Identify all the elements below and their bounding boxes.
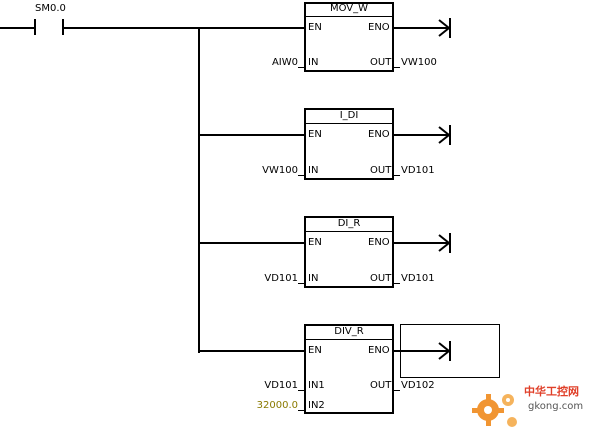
in-wire <box>298 175 304 176</box>
out-operand[interactable]: VD101 <box>401 273 435 284</box>
in-pin: IN <box>308 165 319 176</box>
output-arrow-icon <box>438 18 451 38</box>
watermark-url: gkong.com <box>528 401 584 412</box>
in2-operand[interactable]: 32000.0 <box>256 400 298 411</box>
block-title: DI_R <box>337 218 361 229</box>
branch-bus <box>198 27 200 353</box>
eno-wire <box>394 27 448 29</box>
contact-label: SM0.0 <box>35 3 66 14</box>
out-pin: OUT <box>370 57 392 68</box>
watermark-title: 中华工控网 <box>524 385 579 398</box>
out-pin: OUT <box>370 273 392 284</box>
watermark: 中华工控网 gkong.com <box>468 380 602 438</box>
output-arrow-icon <box>438 233 451 253</box>
eno-pin: ENO <box>368 237 390 248</box>
branch-wire-2 <box>198 134 306 136</box>
gear-icon <box>472 394 517 427</box>
i-di-block[interactable] <box>304 108 394 180</box>
out-pin: OUT <box>370 165 392 176</box>
in-wire <box>298 67 304 68</box>
eno-wire <box>394 242 448 244</box>
en-pin: EN <box>308 22 322 33</box>
out-operand[interactable]: VW100 <box>401 57 437 68</box>
out-wire <box>394 175 400 176</box>
block-title: I_DI <box>339 110 359 121</box>
power-rail-wire <box>0 27 34 29</box>
rung-wire-main <box>64 27 306 29</box>
branch-wire-3 <box>198 242 306 244</box>
in1-wire <box>298 390 304 391</box>
block-title-rule <box>306 16 392 17</box>
en-pin: EN <box>308 345 322 356</box>
eno-pin: ENO <box>368 345 390 356</box>
out-pin: OUT <box>370 380 392 391</box>
branch-wire-4 <box>198 350 306 352</box>
eno-pin: ENO <box>368 22 390 33</box>
output-arrow-icon <box>438 125 451 145</box>
out-operand[interactable]: VD101 <box>401 165 435 176</box>
out-wire <box>394 390 400 391</box>
in-pin: IN <box>308 273 319 284</box>
en-pin: EN <box>308 237 322 248</box>
in-operand[interactable]: VW100 <box>262 165 298 176</box>
normally-open-contact[interactable] <box>32 17 68 39</box>
in-pin: IN <box>308 57 319 68</box>
out-wire <box>394 67 400 68</box>
in-operand[interactable]: VD101 <box>264 273 298 284</box>
eno-wire <box>394 350 448 352</box>
mov-w-block[interactable] <box>304 2 394 72</box>
in-operand[interactable]: AIW0 <box>271 57 298 68</box>
eno-pin: ENO <box>368 129 390 140</box>
in1-operand[interactable]: VD101 <box>264 380 298 391</box>
out-wire <box>394 283 400 284</box>
block-title-rule <box>306 123 392 124</box>
output-arrow-icon <box>438 341 451 361</box>
eno-wire <box>394 134 448 136</box>
block-title-rule <box>306 231 392 232</box>
in-wire <box>298 283 304 284</box>
block-title-rule <box>306 339 392 340</box>
en-pin: EN <box>308 129 322 140</box>
out-operand[interactable]: VD102 <box>401 380 435 391</box>
block-title: MOV_W <box>329 3 369 14</box>
di-r-block[interactable] <box>304 216 394 288</box>
in2-wire <box>298 410 304 411</box>
in1-pin: IN1 <box>308 380 325 391</box>
block-title: DIV_R <box>334 326 364 337</box>
in2-pin: IN2 <box>308 400 325 411</box>
